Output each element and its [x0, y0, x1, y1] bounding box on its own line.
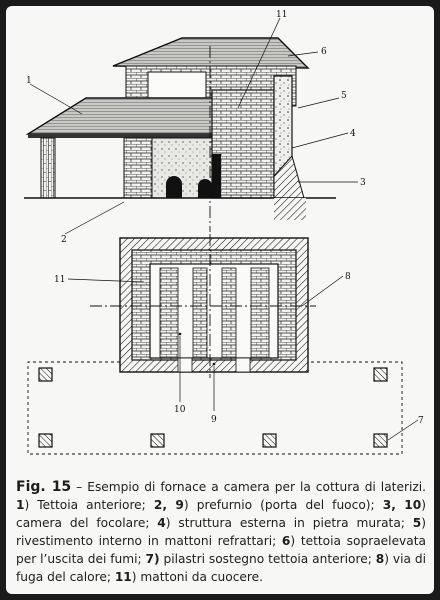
legend-key: 1	[16, 498, 25, 512]
label-11-plan: 11	[54, 275, 65, 285]
kiln-brick-block	[211, 89, 275, 199]
legend-text: ) rivestimento interno in mattoni refrat…	[16, 516, 426, 548]
plan-brick-stack	[221, 267, 237, 359]
label-10: 10	[174, 405, 186, 415]
legend-text: ) prefurnio (porta del fuoco);	[183, 498, 383, 512]
front-pillar-middle	[123, 137, 153, 199]
legend-text: pilastri sostegno tettoia anteriore;	[159, 552, 376, 566]
legend-key: 8	[375, 552, 385, 566]
legend-key: 7)	[145, 552, 160, 566]
fire-door-1	[166, 176, 182, 198]
plan-fire-opening	[177, 357, 193, 373]
legend-text: ) tettoia sopraelevata per l’uscita dei …	[16, 534, 426, 566]
legend-key: 5	[412, 516, 422, 530]
upper-opening	[147, 71, 207, 101]
plan-view	[27, 234, 419, 455]
legend-key: 11	[114, 570, 132, 584]
roof-outline	[27, 361, 403, 455]
kiln-technical-drawing: 1 2 3 4 5 6 11 11 8 10 9 7	[24, 10, 424, 455]
label-5: 5	[341, 91, 347, 101]
upper-roof	[112, 37, 310, 69]
label-1: 1	[26, 76, 32, 86]
legend-key: 3, 10	[382, 498, 422, 512]
plan-fire-opening	[235, 357, 251, 373]
figure-card: 1 2 3 4 5 6 11 11 8 10 9 7 Fig. 15 – Ese…	[6, 6, 434, 594]
label-2: 2	[61, 235, 67, 245]
label-4: 4	[350, 129, 356, 139]
label-9: 9	[211, 415, 217, 425]
legend-text: ) via di fuga del calore;	[16, 552, 426, 584]
roof-pillars	[38, 367, 388, 448]
front-roof-edge	[28, 134, 216, 138]
label-11-elevation: 11	[276, 10, 287, 20]
legend-text: ) Tettoia anteriore;	[24, 498, 154, 512]
legend-key: 6	[281, 534, 291, 548]
label-3: 3	[360, 178, 366, 188]
legend-key: 2, 9	[153, 498, 184, 512]
label-7: 7	[418, 416, 424, 426]
plan-brick-stack	[250, 267, 270, 359]
plan-brick-stack	[192, 267, 208, 359]
legend-text: ) struttura esterna in pietra murata;	[165, 516, 413, 530]
front-roof	[25, 97, 217, 135]
legend-key: 4	[157, 516, 166, 530]
figure-caption: Fig. 15 – Esempio di fornace a camera pe…	[16, 478, 426, 586]
plan-brick-stack	[159, 267, 179, 359]
fire-door-2	[198, 179, 212, 198]
kiln-dark-slot	[212, 154, 221, 198]
foundation-hatch	[274, 198, 306, 220]
front-pillar-left	[40, 137, 56, 199]
legend-text: ) mattoni da cuocere.	[131, 570, 264, 584]
figure-number: Fig. 15	[16, 479, 72, 495]
label-6: 6	[321, 47, 327, 57]
legend-text: ) camera del focolare;	[16, 498, 426, 530]
caption-intro: – Esempio di fornace a camera per la cot…	[71, 480, 426, 494]
label-8: 8	[345, 272, 351, 282]
elevation-view	[24, 17, 358, 235]
